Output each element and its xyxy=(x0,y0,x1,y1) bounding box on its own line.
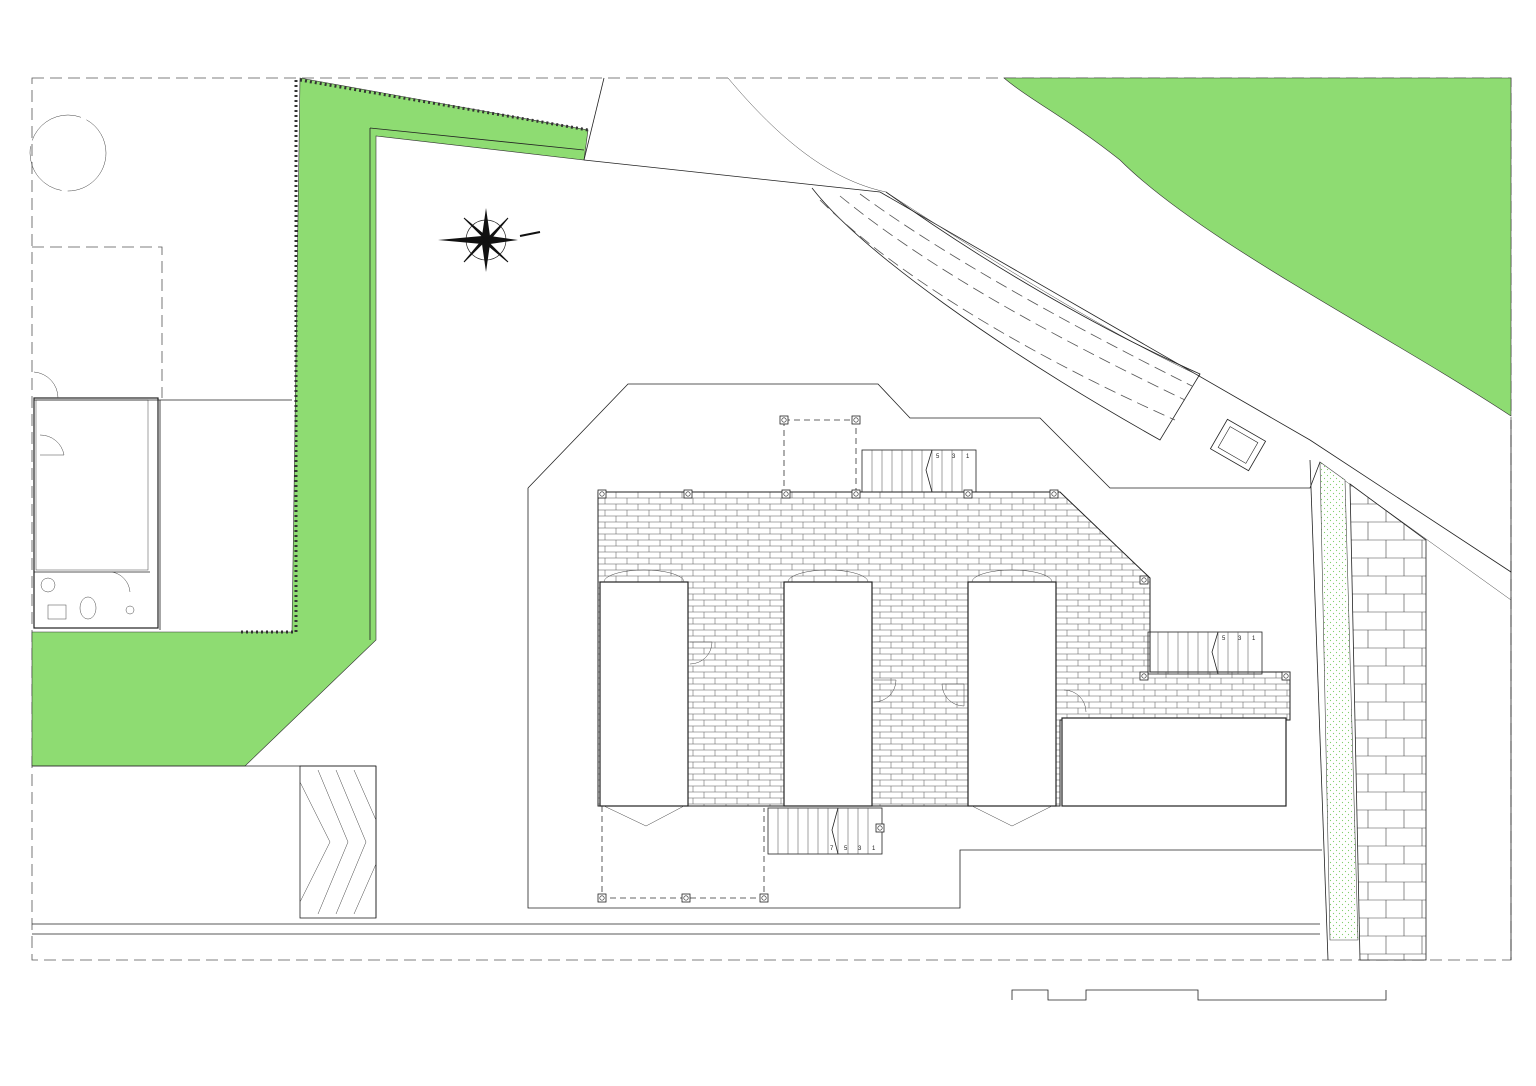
room-west xyxy=(599,581,689,807)
stair-south-num-3: 3 xyxy=(858,846,862,852)
column-marker-core xyxy=(683,895,689,901)
neighbouring-building xyxy=(29,114,292,630)
stair-north-num-1: 1 xyxy=(966,454,970,460)
column-marker xyxy=(781,489,791,499)
room-annex xyxy=(1061,717,1287,807)
column-marker xyxy=(779,415,789,425)
stair-north-num-3: 3 xyxy=(952,454,956,460)
east-walkway-edge xyxy=(1309,459,1329,961)
column-marker-core xyxy=(1141,673,1147,679)
column-marker xyxy=(851,489,861,499)
pergola-south xyxy=(601,806,765,899)
section-profile xyxy=(1011,989,1387,1001)
column-marker xyxy=(1281,671,1291,681)
stair-south-num-1: 1 xyxy=(872,846,876,852)
door-swings xyxy=(603,569,1087,827)
stair-east-num-3: 3 xyxy=(1238,636,1242,642)
column-marker xyxy=(1139,671,1149,681)
room-east xyxy=(967,581,1057,807)
green-strip xyxy=(1319,461,1359,941)
column-marker xyxy=(875,823,885,833)
column-marker-core xyxy=(853,491,859,497)
column-marker xyxy=(683,489,693,499)
column-marker-core xyxy=(1051,491,1057,497)
lawn-northeast xyxy=(1003,77,1512,417)
column-marker xyxy=(597,893,607,903)
well-structure xyxy=(1209,418,1267,472)
chevron-crossing xyxy=(32,765,377,919)
stair-east-num-1: 1 xyxy=(1252,636,1256,642)
lawn-inner-edge xyxy=(369,127,585,640)
column-marker xyxy=(759,893,769,903)
stair-south-num-7: 7 xyxy=(830,846,834,852)
column-marker-core xyxy=(599,491,605,497)
north-arrow-compass-rose xyxy=(438,208,541,272)
stair-north: 5 3 1 xyxy=(861,449,977,493)
stair-north-num-5: 5 xyxy=(936,454,940,460)
driveway-line xyxy=(583,159,1512,573)
column-marker xyxy=(963,489,973,499)
column-marker-core xyxy=(1283,673,1289,679)
lawn-west xyxy=(31,77,589,767)
column-marker-core xyxy=(1141,577,1147,583)
column-marker-core xyxy=(783,491,789,497)
stair-south-num-5: 5 xyxy=(844,846,848,852)
column-marker-core xyxy=(599,895,605,901)
pergola-north xyxy=(783,419,857,492)
column-marker xyxy=(851,415,861,425)
room-middle xyxy=(783,581,873,807)
column-marker xyxy=(1049,489,1059,499)
curved-parking xyxy=(811,187,1201,441)
column-marker-core xyxy=(685,491,691,497)
stone-paving xyxy=(1349,483,1427,961)
column-marker xyxy=(597,489,607,499)
column-marker xyxy=(1139,575,1149,585)
column-marker-core xyxy=(965,491,971,497)
stair-east-num-5: 5 xyxy=(1222,636,1226,642)
stair-east: 5 3 1 xyxy=(1147,631,1263,675)
column-marker xyxy=(681,893,691,903)
hedge-border xyxy=(240,78,589,634)
road-curve xyxy=(727,77,1201,377)
stair-south: 7 5 3 1 xyxy=(767,807,883,855)
column-marker-core xyxy=(781,417,787,423)
road-edge-south xyxy=(32,923,1320,935)
road-edge-north xyxy=(583,77,605,161)
column-markers xyxy=(597,415,1291,903)
column-marker-core xyxy=(761,895,767,901)
column-marker-core xyxy=(853,417,859,423)
column-marker-core xyxy=(877,825,883,831)
terrace-outline xyxy=(527,383,1322,909)
